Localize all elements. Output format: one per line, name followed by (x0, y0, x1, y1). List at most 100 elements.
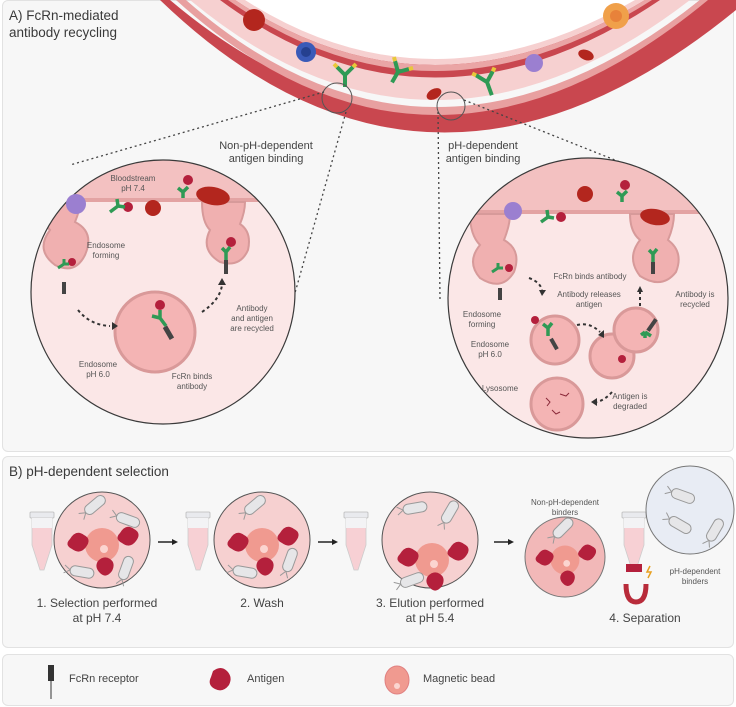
panel-a-title-line2: antibody recycling (9, 25, 118, 40)
fcrn-receptor-icon (498, 288, 502, 300)
right-zoom-circle (447, 157, 729, 439)
red-blood-cell-icon (196, 186, 230, 206)
step-2-label: 2. Wash (222, 596, 302, 611)
label-fcrn-binds-right-text: FcRn binds antibody (553, 272, 627, 281)
antibody-icon (615, 189, 629, 202)
antibody-icon (491, 263, 503, 274)
legend-panel: FcRn receptor Antigen Magnetic bead (2, 654, 734, 706)
label-releases-line1: Antibody releases (557, 290, 621, 299)
left-heading-line2: antigen binding (228, 153, 304, 165)
label-endosome-forming-left: Endosome forming (76, 241, 136, 261)
magnet-icon (623, 583, 649, 605)
label-non-ph-binders: Non-pH-dependent binders (520, 498, 610, 518)
label-bloodstream: Bloodstream pH 7.4 (98, 174, 168, 194)
label-fcrn-binds-line2: antibody (176, 382, 208, 391)
label-endosome-forming-right-line1: Endosome (462, 310, 502, 319)
label-antibody-recycled-line2: recycled (680, 300, 710, 309)
red-blood-cell-icon (145, 200, 161, 216)
legend-label-antigen: Antigen (247, 673, 285, 685)
red-blood-cell-icon (426, 88, 442, 100)
label-antibody-recycled-line1: Antibody is (675, 290, 715, 299)
label-releases-antigen: Antibody releases antigen (544, 290, 634, 310)
step-4-label-line1: 4. Separation (609, 611, 681, 625)
step-1-label-line1: 1. Selection performed (36, 596, 158, 610)
antigen-icon (226, 237, 236, 247)
antigen-icon (183, 175, 193, 185)
step-2-group (185, 491, 311, 589)
label-recycled-line1: Antibody (236, 304, 268, 313)
step-1-label-line2: at pH 7.4 (72, 611, 122, 625)
panel-a-title-line1: A) FcRn-mediated (9, 8, 119, 23)
bead-pellet-icon (626, 564, 642, 572)
fcrn-receptor-icon (651, 262, 655, 274)
label-lysosome-text: Lysosome (481, 384, 519, 393)
tube-icon (621, 511, 647, 571)
step-3-label-line1: 3. Elution performed (375, 596, 485, 610)
antigen-icon (556, 212, 566, 222)
label-ph-binders-line1: pH-dependent (669, 567, 721, 576)
label-ph-binders: pH-dependent binders (660, 567, 730, 587)
label-ph-binders-line2: binders (681, 577, 709, 586)
label-endosome-ph-right: Endosome pH 6.0 (460, 340, 520, 360)
label-fcrn-binds-left: FcRn binds antibody (162, 372, 222, 392)
neutrophil-nucleus-icon (610, 10, 622, 22)
label-releases-line2: antigen (575, 300, 603, 309)
red-blood-cell-icon (640, 208, 670, 226)
antigen-icon (209, 668, 231, 691)
zoom-guide-lines (69, 91, 641, 301)
panel-b-title: B) pH-dependent selection (9, 464, 169, 479)
degraded-antigen-icon (545, 392, 570, 415)
right-heading-line1: pH-dependent (448, 140, 518, 152)
antibody-icon (541, 321, 554, 336)
antibody-icon (539, 209, 555, 224)
lymphocyte-nucleus-icon (301, 47, 311, 57)
arrow-head-icon (591, 398, 597, 406)
label-fcrn-binds-right: FcRn binds antibody (540, 272, 640, 282)
label-endosome-forming-right-line2: forming (468, 320, 496, 329)
zoom-marker-right (436, 91, 466, 121)
fcrn-receptor-icon (549, 337, 559, 351)
label-endosome-ph-right-line1: Endosome (470, 340, 510, 349)
label-antigen-degraded-line1: Antigen is (612, 392, 648, 401)
antibody-icon (647, 247, 659, 262)
antigen-icon (618, 355, 626, 363)
tube-icon (185, 511, 211, 571)
ph-dependent-binders-circle (645, 465, 735, 555)
antigen-icon (155, 300, 165, 310)
arrow-head-icon (637, 286, 643, 292)
step-1-group (29, 491, 151, 589)
process-arrows (77, 284, 223, 327)
antibody-icon (57, 259, 69, 270)
arrow-head-icon (112, 322, 118, 330)
label-recycled-line2: and antigen (231, 314, 273, 323)
tube-icon (343, 511, 369, 571)
antigen-icon (531, 316, 539, 324)
monocyte-icon (66, 194, 86, 214)
left-zoom-circle (30, 159, 296, 425)
label-endosome-ph-right-line2: pH 6.0 (478, 350, 502, 359)
antibody-icon (639, 330, 652, 338)
fcrn-receptor-icon (48, 665, 54, 699)
antibody-icon (390, 56, 414, 84)
step-4-group (524, 465, 735, 605)
fcrn-receptor-icon (62, 282, 66, 294)
red-blood-cell-icon (577, 186, 593, 202)
arrow-head-icon (539, 290, 546, 296)
step-3-label: 3. Elution performed at pH 5.4 (355, 596, 505, 626)
left-heading: Non-pH-dependent antigen binding (206, 140, 326, 166)
label-antigen-degraded-line2: degraded (613, 402, 647, 411)
step-1-label: 1. Selection performed at pH 7.4 (22, 596, 172, 626)
fcrn-receptor-icon (224, 260, 228, 274)
label-endosome-ph-left: Endosome pH 6.0 (68, 360, 128, 380)
step-3-label-line2: at pH 5.4 (405, 611, 455, 625)
antibody-icon (108, 198, 126, 214)
legend-icons (48, 665, 410, 699)
label-endosome-forming-right: Endosome forming (452, 310, 512, 330)
process-arrows (528, 277, 641, 403)
left-heading-line1: Non-pH-dependent (219, 140, 313, 152)
antigen-icon (505, 264, 513, 272)
zoom-marker-left (321, 82, 353, 114)
label-fcrn-binds-line1: FcRn binds (171, 372, 213, 381)
